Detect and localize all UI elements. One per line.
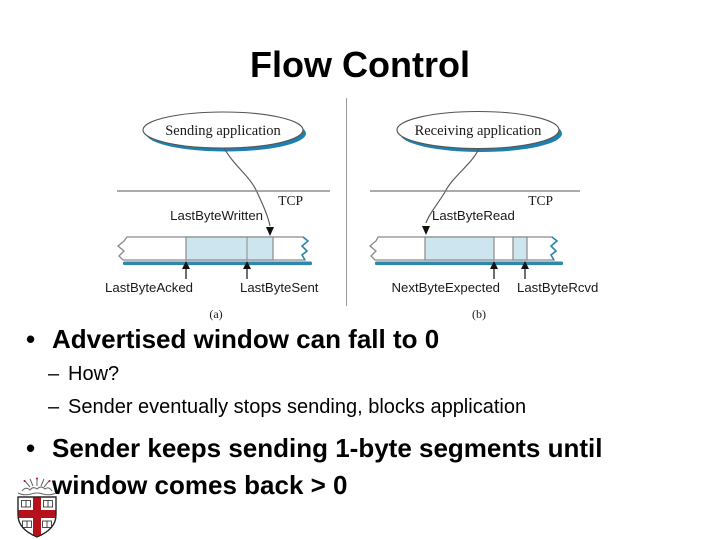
receiving-application-label: Receiving application <box>415 123 543 139</box>
caption-b: (b) <box>472 307 486 321</box>
receive-buffer-right-tear-accent <box>549 236 559 261</box>
nextbyteexpected-arrowhead-icon <box>490 261 498 269</box>
lastbytesent-label: LastByteSent <box>240 280 319 295</box>
sub-bullet-text: Sender eventually stops sending, blocks … <box>68 396 527 418</box>
receive-buffer-out-of-order-region <box>512 236 528 261</box>
lastbytewritten-label: LastByteWritten <box>170 208 263 223</box>
nextbyteexpected-label: NextByteExpected <box>392 280 501 295</box>
sending-application-label: Sending application <box>165 123 281 139</box>
shield-books <box>21 500 53 528</box>
sub-bullet-marker: – <box>48 396 60 418</box>
bullet-marker: • <box>26 324 36 354</box>
lastbytesent-arrowhead-icon <box>243 261 251 269</box>
receive-buffer-shadow <box>375 261 563 266</box>
lastbyteacked-arrowhead-icon <box>182 261 190 269</box>
crest-red-dot <box>48 480 51 482</box>
receive-read-arrowhead-icon <box>422 226 430 235</box>
lastbytercvd-arrowhead-icon <box>521 261 529 269</box>
bullet-text: Sender keeps sending 1-byte segments unt… <box>52 433 603 500</box>
panel-b: Receiving application TCP LastByteRead N… <box>368 110 598 321</box>
crest-red-dot <box>36 477 38 480</box>
crest-red-dot <box>23 480 26 482</box>
send-write-arrowhead-icon <box>266 227 274 236</box>
send-write-curve <box>223 147 271 227</box>
lastbytercvd-label: LastByteRcvd <box>517 280 598 295</box>
university-crest-logo <box>17 477 57 538</box>
page-title: Flow Control <box>250 44 470 85</box>
receive-buffer-data-region <box>424 236 495 261</box>
sub-bullet-marker: – <box>48 363 60 385</box>
bullet-item-one-byte-segments: • Sender keeps sending 1-byte segments u… <box>26 430 650 504</box>
send-buffer-right-tear-accent <box>300 236 310 261</box>
send-buffer-shadow <box>123 261 312 266</box>
caption-a: (a) <box>209 307 222 321</box>
receive-read-curve <box>425 148 480 224</box>
lastbyteread-label: LastByteRead <box>432 208 515 223</box>
bullet-item-advertised-window: • Advertised window can fall to 0 <box>26 322 652 357</box>
sub-bullet-text: How? <box>68 363 120 385</box>
shield-cross-horizontal <box>18 510 56 518</box>
shield-outline-overlay <box>17 496 57 538</box>
tcp-label-b: TCP <box>528 193 553 208</box>
send-buffer-used-region <box>185 236 274 261</box>
sending-application-ellipse <box>142 111 304 149</box>
panel-a: Sending application TCP LastByteWritten … <box>105 111 330 321</box>
sub-bullet-how: – How? <box>48 361 688 387</box>
crest-sun-icon <box>17 478 57 496</box>
bullet-text: Advertised window can fall to 0 <box>52 324 440 354</box>
tcp-buffers-diagram: Sending application TCP LastByteWritten … <box>105 98 598 321</box>
lastbyteacked-label: LastByteAcked <box>105 280 193 295</box>
receiving-application-ellipse <box>396 110 560 150</box>
bullet-marker: • <box>26 433 36 463</box>
tcp-label-a: TCP <box>278 193 303 208</box>
sub-bullet-sender-stops: – Sender eventually stops sending, block… <box>48 394 688 420</box>
